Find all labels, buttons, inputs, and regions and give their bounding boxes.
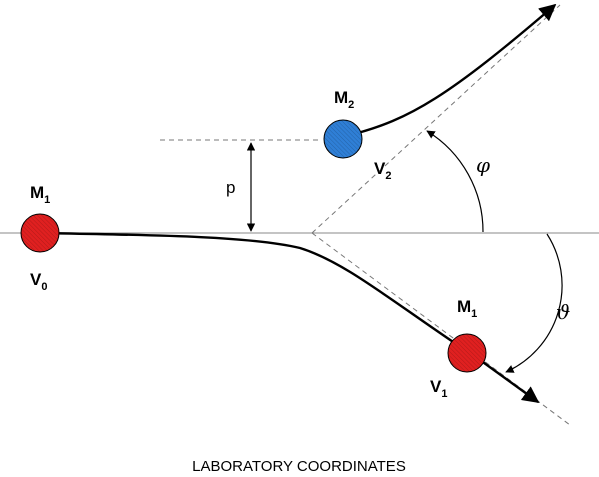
m2-label: M2 [334, 88, 354, 111]
m1-initial-particle [20, 213, 60, 253]
m1-outgoing-arrow [479, 359, 540, 403]
m2-trajectory [349, 3, 557, 137]
v0-label: V0 [30, 270, 47, 293]
m2-particle [323, 119, 363, 159]
theta-label: ϑ [556, 300, 570, 324]
phi-angle-arc [426, 130, 484, 233]
diagram-caption: LABORATORY COORDINATES [192, 458, 406, 475]
m1-left-label: M1 [30, 183, 50, 206]
theta-angle-arc [505, 233, 563, 373]
v1-label: V1 [430, 377, 447, 400]
asymptote-upper [311, 4, 561, 234]
m1-final-particle [447, 333, 487, 373]
v2-label: V2 [374, 159, 391, 182]
phi-label: φ [476, 153, 490, 177]
impact-parameter-label: p [226, 178, 235, 197]
m1-trajectory [39, 231, 469, 353]
m1-right-label: M1 [457, 297, 477, 320]
